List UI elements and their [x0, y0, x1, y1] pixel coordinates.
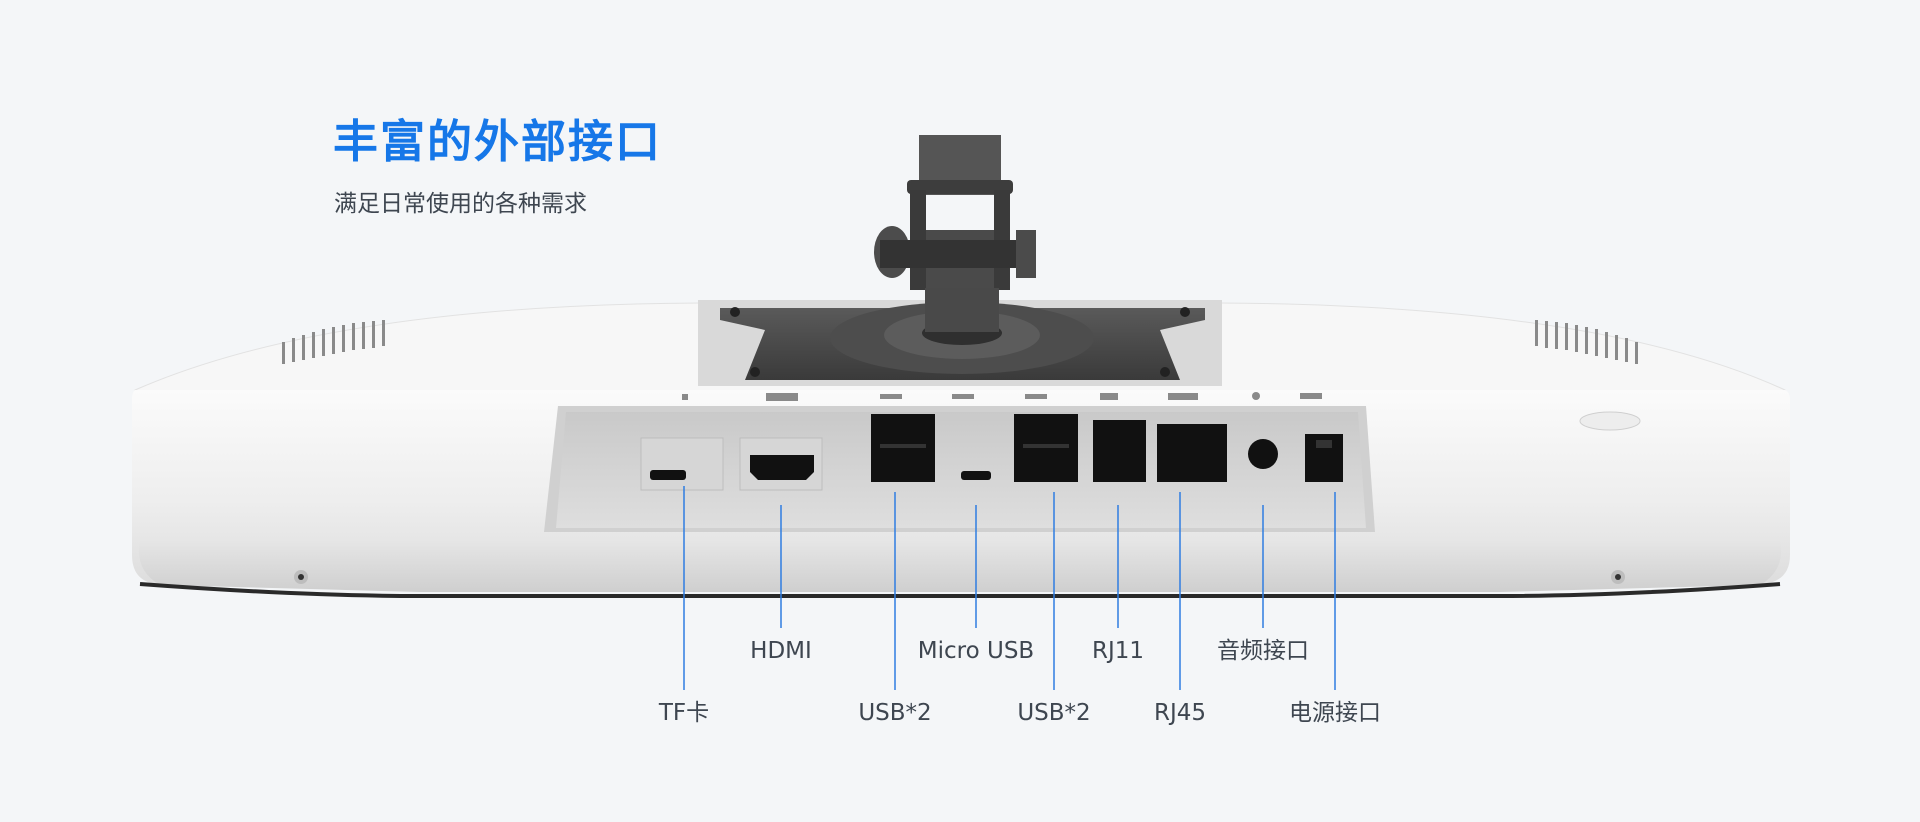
port-label-tf: TF卡: [658, 700, 710, 726]
audio-port: [1248, 439, 1278, 469]
tf-slot: [650, 470, 686, 480]
tf-slot-frame: [640, 437, 724, 491]
port-label-audio: 音频接口: [1217, 638, 1309, 664]
stand-bracket: [874, 135, 1036, 345]
rj45-port: [1157, 424, 1227, 482]
hdmi-port: [750, 455, 814, 480]
port-label-rj11: RJ11: [1091, 638, 1145, 664]
speaker-grille-left: [282, 320, 385, 364]
micro-usb-port: [961, 471, 991, 480]
port-label-rj45: RJ45: [1153, 700, 1207, 726]
device-bottom-edge: [138, 540, 1782, 592]
port-label-power: 电源接口: [1289, 700, 1381, 726]
port-label-hdmi: HDMI: [750, 638, 812, 664]
speaker-grille-right: [1535, 320, 1638, 364]
rj11-port: [1093, 420, 1146, 482]
port-label-micro-usb: Micro USB: [917, 638, 1035, 664]
port-label-usb-left: USB*2: [858, 700, 932, 726]
page-title: 丰富的外部接口: [333, 115, 663, 168]
device-base-line: [139, 582, 1781, 598]
page-subtitle: 满足日常使用的各种需求: [334, 191, 587, 217]
side-button: [1579, 411, 1641, 431]
port-icon-strip: [682, 392, 1322, 401]
callout-lines: [683, 486, 1336, 690]
port-label-usb-right: USB*2: [1017, 700, 1091, 726]
